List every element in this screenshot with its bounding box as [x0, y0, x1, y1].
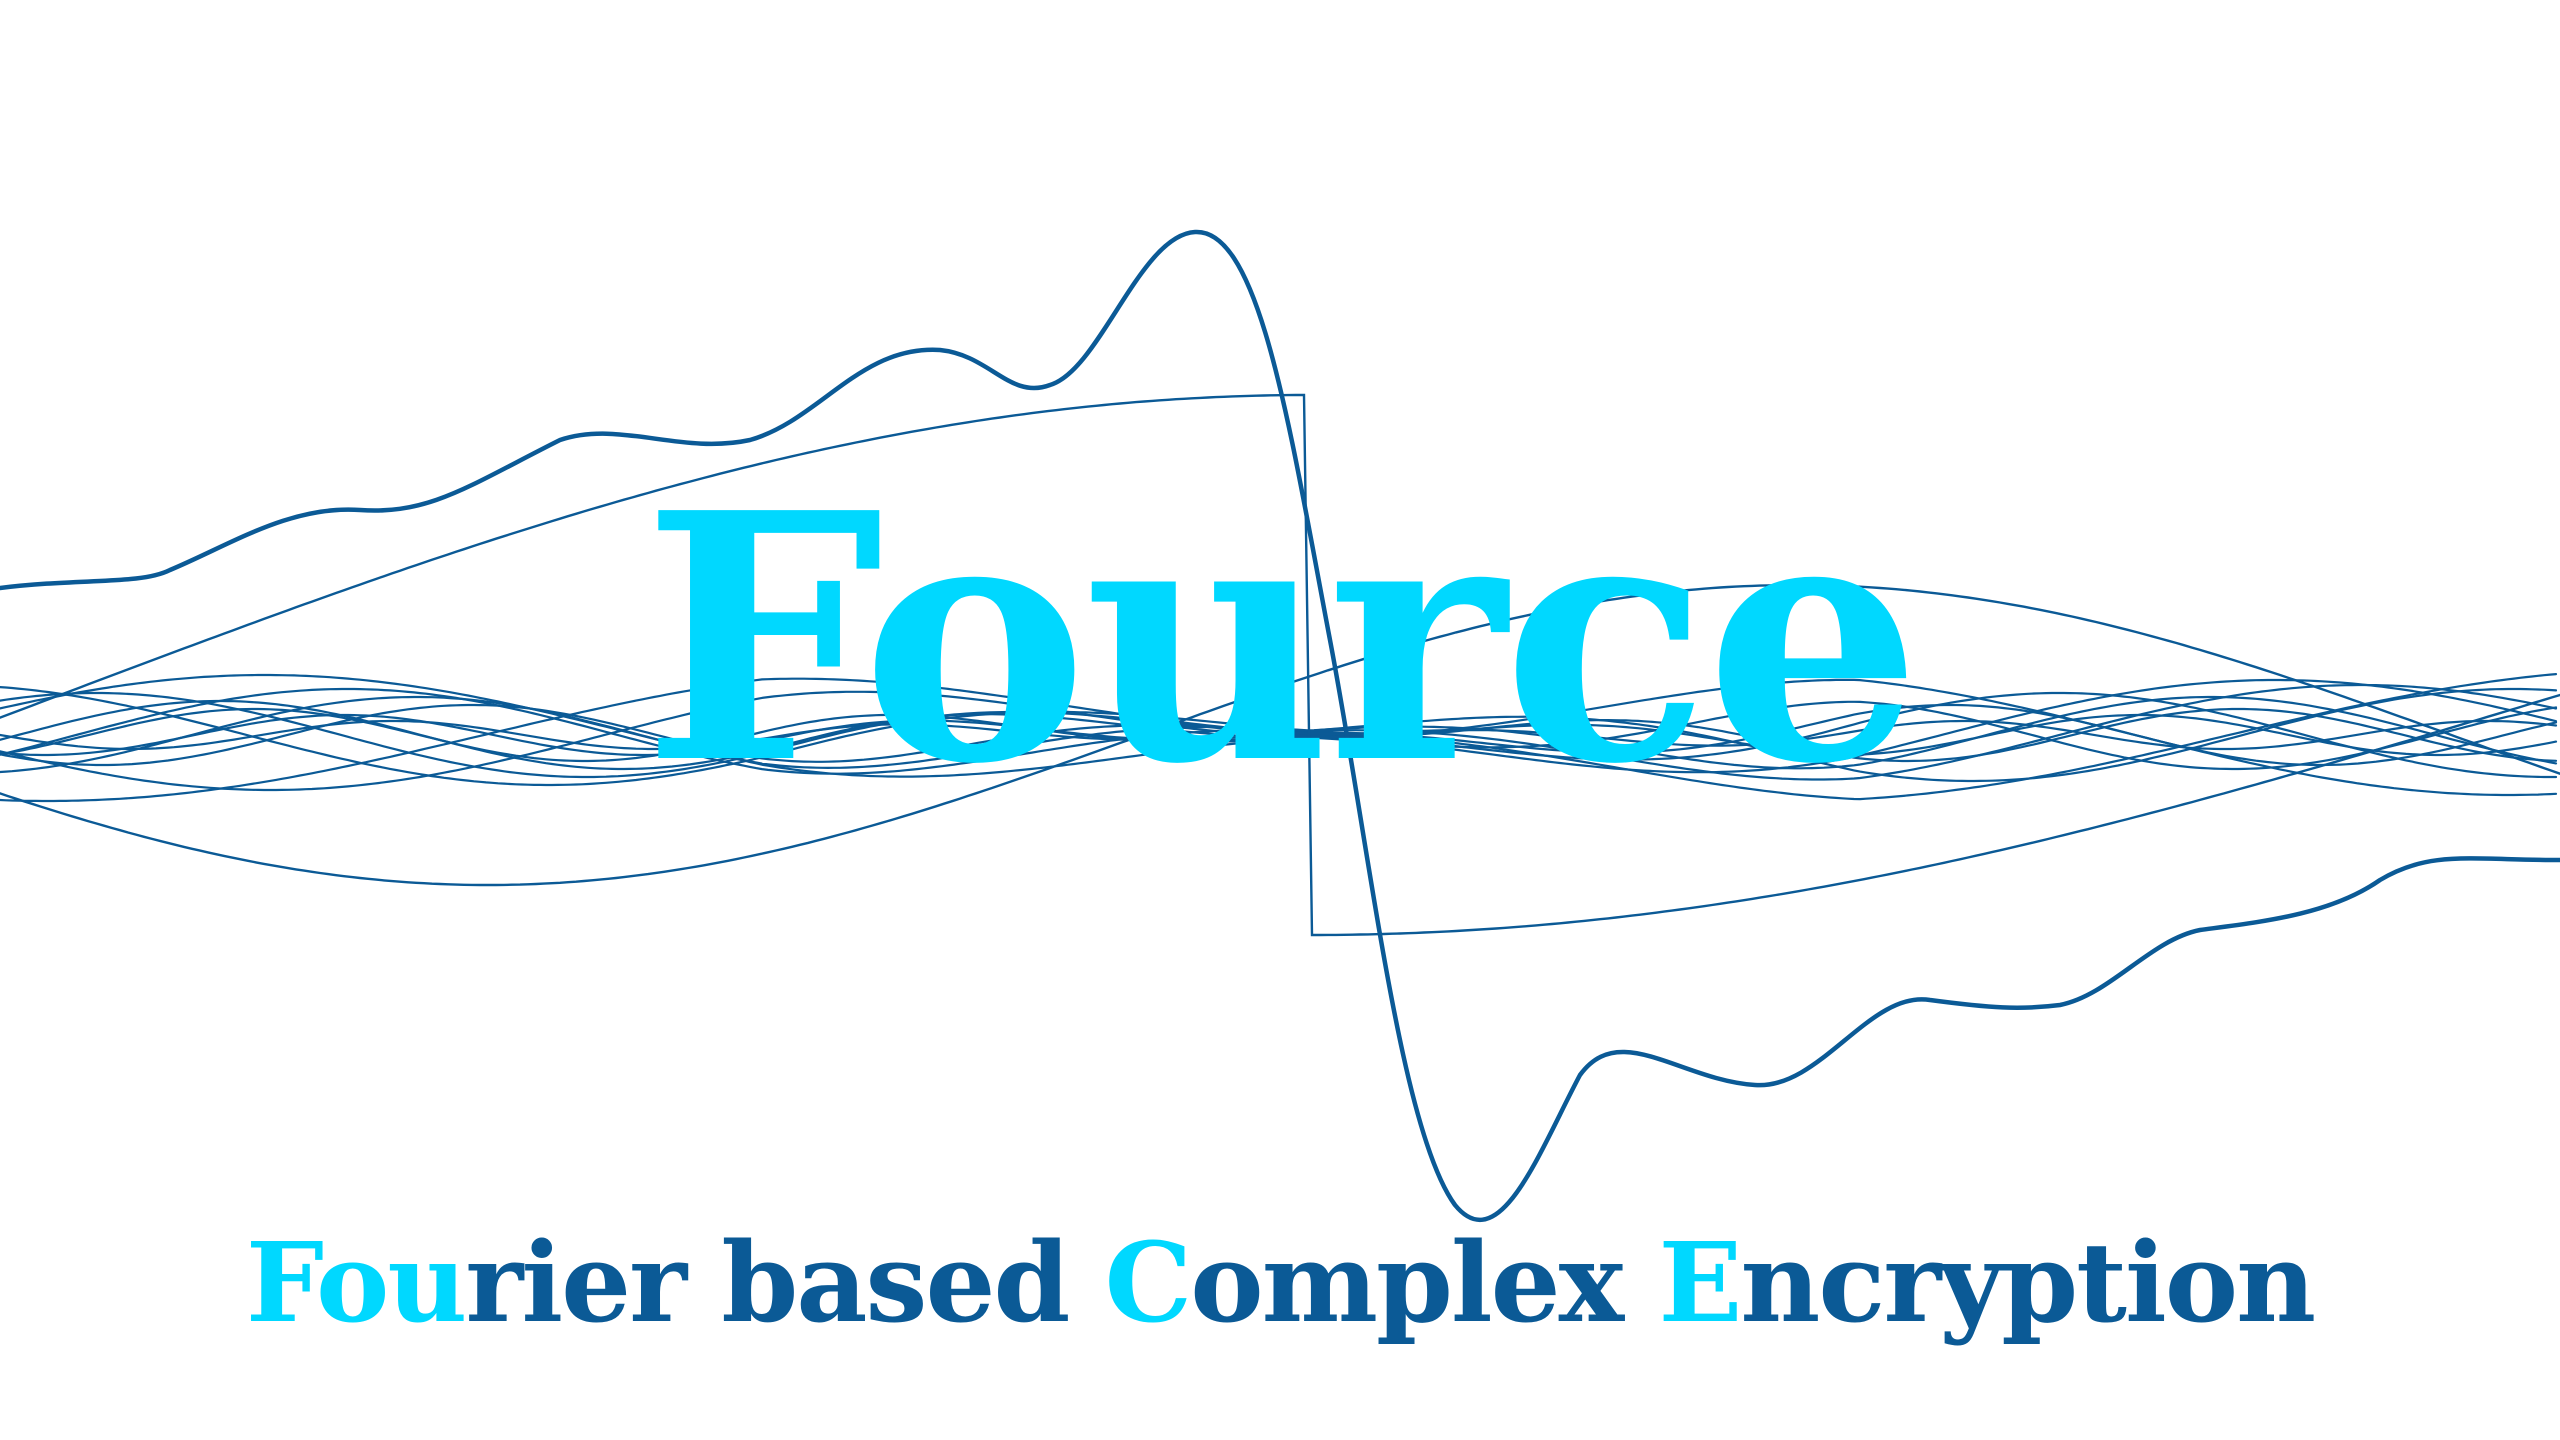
- tagline-highlight-c: C: [1104, 1218, 1193, 1347]
- wave-strand: [0, 673, 2558, 797]
- wave-strand: [0, 673, 2558, 803]
- tagline-text-ncryption: ncryption: [1740, 1218, 2316, 1347]
- logo-title: Fource: [642, 440, 1921, 839]
- wave-arc: [0, 583, 2560, 887]
- main-waveform: [0, 229, 2560, 1223]
- tagline-highlight-fou: Fou: [245, 1218, 467, 1347]
- wave-strand: [0, 687, 2558, 783]
- tagline-text-rier-based: rier based: [465, 1218, 1105, 1347]
- tagline: Fourier based Complex Encryption: [0, 1228, 2560, 1338]
- wave-strand: [0, 678, 2558, 792]
- tagline-highlight-e: E: [1658, 1218, 1743, 1347]
- wave-strand: [0, 691, 2558, 779]
- tagline-text-omplex: omplex: [1190, 1218, 1659, 1347]
